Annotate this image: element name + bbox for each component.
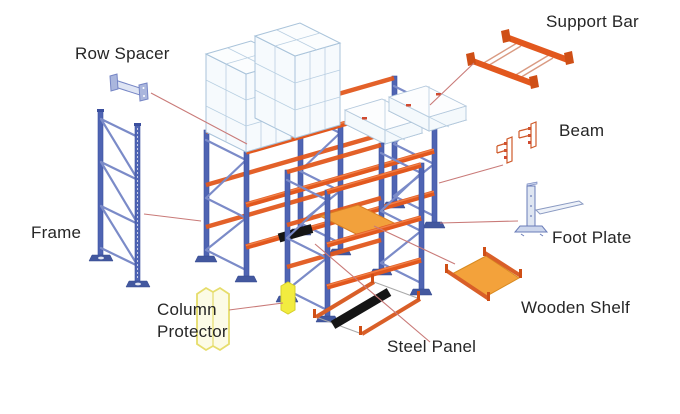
rack-beam-back bbox=[286, 142, 382, 175]
leader-line-wooden-shelf bbox=[373, 225, 456, 265]
rack-beam bbox=[245, 148, 435, 208]
label-column-protector-line1: Column bbox=[157, 300, 217, 319]
label-foot-plate: Foot Plate bbox=[552, 228, 632, 247]
leader-line-foot-plate bbox=[439, 220, 519, 224]
pallet bbox=[387, 85, 468, 132]
rack-column bbox=[418, 162, 425, 292]
rack-beam bbox=[326, 162, 422, 195]
loaded-pallets bbox=[343, 85, 468, 145]
leader-line-steel-panel bbox=[314, 243, 431, 343]
carton-stack bbox=[253, 22, 342, 139]
steel-panel-icon bbox=[313, 274, 422, 336]
label-beam: Beam bbox=[559, 121, 605, 140]
rack-beam-highlight bbox=[326, 257, 422, 287]
rack-beam-highlight bbox=[245, 148, 435, 205]
label-steel-panel: Steel Panel bbox=[387, 337, 477, 356]
rack-column bbox=[378, 142, 385, 272]
wooden-shelf-icon bbox=[445, 247, 523, 301]
label-wooden-shelf: Wooden Shelf bbox=[521, 298, 630, 317]
column-protector-installed bbox=[280, 281, 296, 315]
leader-line-row-spacer bbox=[150, 92, 248, 145]
label-column-protector-line2: Protector bbox=[157, 322, 228, 341]
leader-line-beam bbox=[438, 164, 504, 184]
rack-column bbox=[243, 149, 250, 279]
rack-beam-highlight bbox=[326, 215, 422, 245]
rack-column bbox=[203, 129, 210, 259]
rack-beam-highlight bbox=[326, 162, 422, 192]
column-protector-icon bbox=[196, 286, 230, 352]
rack-beam bbox=[326, 257, 422, 290]
steel-panel-installed bbox=[277, 224, 314, 243]
frame-icon bbox=[88, 109, 151, 288]
row-spacer-icon bbox=[109, 73, 149, 102]
foot-plate-icon bbox=[513, 181, 585, 237]
label-column-protector: Column Protector bbox=[157, 299, 228, 343]
rack-foot bbox=[194, 255, 218, 263]
rack-column bbox=[284, 169, 291, 299]
label-support-bar: Support Bar bbox=[546, 12, 639, 31]
support-bar-icon bbox=[466, 29, 574, 89]
rack-foot bbox=[234, 275, 258, 283]
rack-beam-back bbox=[205, 128, 395, 188]
beam-icon bbox=[496, 121, 537, 164]
label-frame: Frame bbox=[31, 223, 82, 242]
leader-line-column-protector bbox=[228, 302, 284, 311]
leader-line-frame bbox=[143, 213, 202, 222]
rack-beam bbox=[326, 215, 422, 248]
rack-foot bbox=[409, 288, 433, 296]
leader-line-support-bar bbox=[429, 62, 475, 106]
leader-lines bbox=[143, 62, 519, 343]
rack-beam-back bbox=[286, 237, 382, 270]
label-row-spacer: Row Spacer bbox=[75, 44, 170, 63]
